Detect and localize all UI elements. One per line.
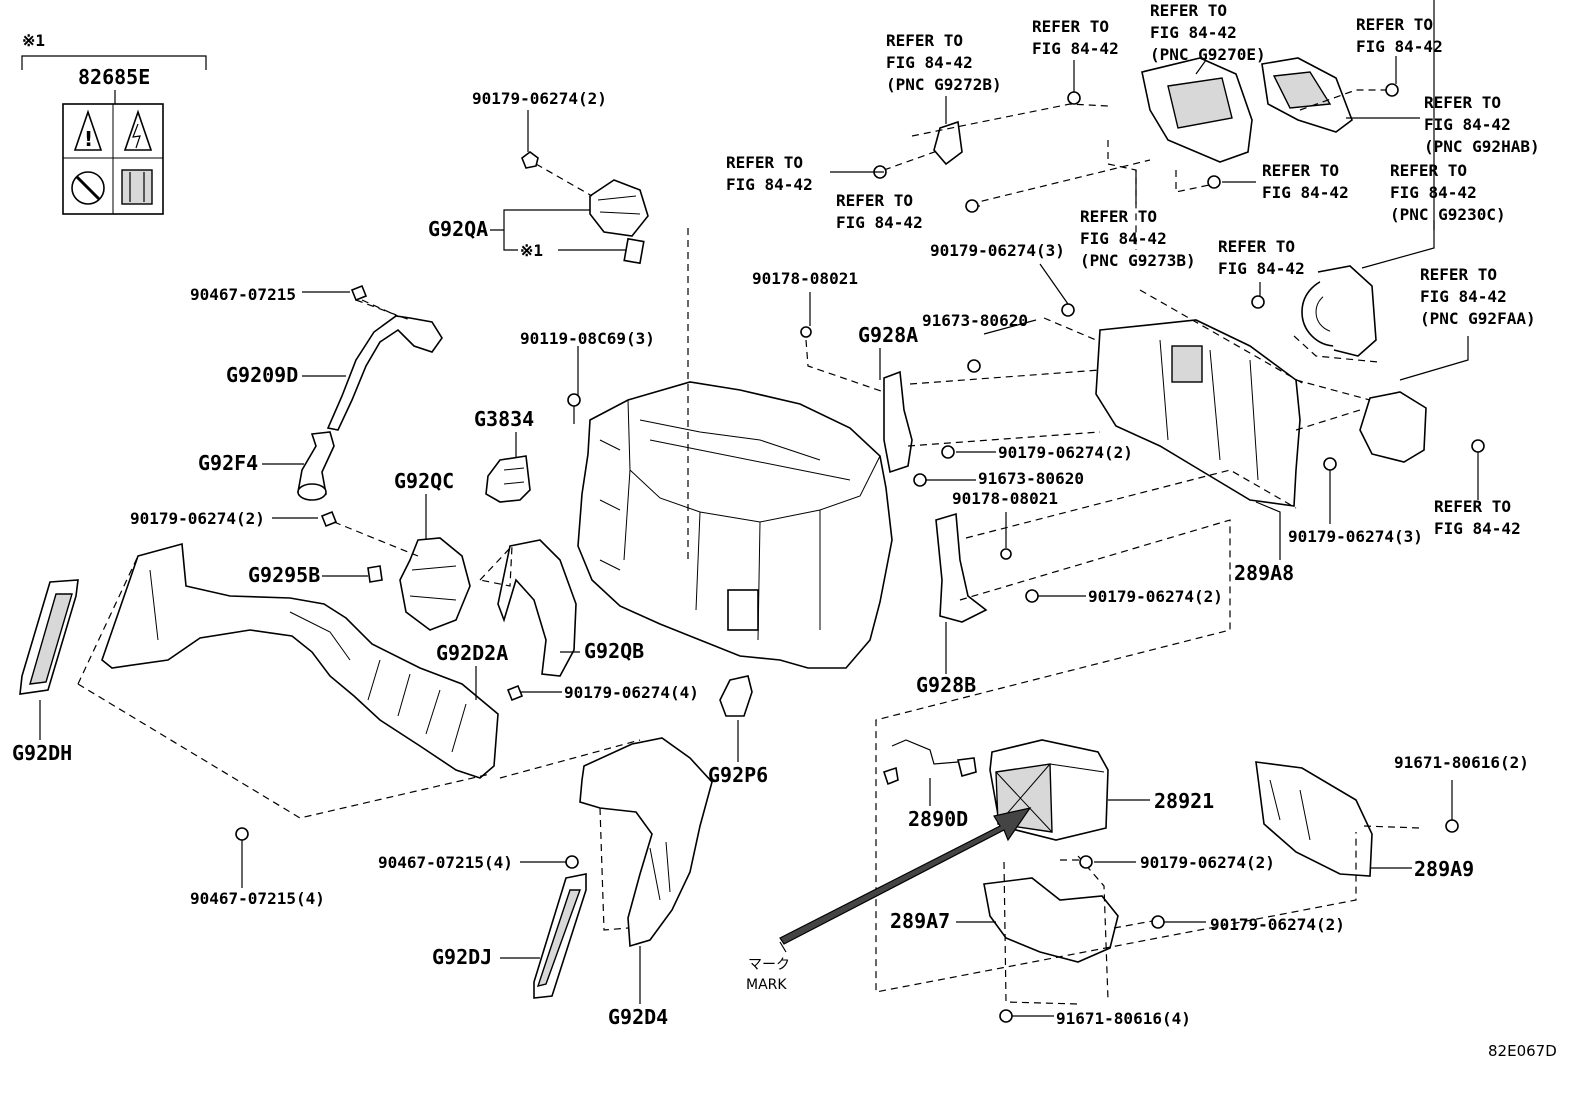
- label-G9295B: G9295B: [248, 563, 321, 587]
- label-G928B: G928B: [916, 673, 977, 697]
- note-ref-top: ※1: [22, 31, 46, 50]
- part-G92QB: [497, 539, 577, 702]
- refer-pnc-G9273B: REFER TO FIG 84-42 (PNC G9273B): [1080, 207, 1196, 270]
- warning-label-82685E: !: [21, 55, 207, 215]
- pn-90179-06274-4: 90179-06274(4): [564, 683, 699, 702]
- refer-fig-f: REFER TO FIG 84-42: [1218, 237, 1305, 278]
- mark-en: MARK: [746, 977, 787, 993]
- refer-fig-a: REFER TO FIG 84-42: [1032, 17, 1119, 58]
- refer-pnc-G92HAB: REFER TO FIG 84-42 (PNC G92HAB): [1424, 93, 1540, 156]
- refer-fig-d: REFER TO FIG 84-42: [836, 191, 923, 232]
- pn-90179-06274-3-b: 90179-06274(3): [1288, 527, 1423, 546]
- refer-fig-g: REFER TO FIG 84-42: [1434, 497, 1521, 538]
- label-G92P6: G92P6: [708, 763, 769, 787]
- refer-pnc-G92FAA: REFER TO FIG 84-42 (PNC G92FAA): [1420, 265, 1536, 328]
- part-G9295B: [367, 565, 383, 583]
- part-G92F4: [297, 431, 335, 501]
- part-G92QA: [521, 151, 649, 265]
- part-G9209D: [326, 284, 443, 431]
- part-G92DH: [19, 579, 79, 695]
- pn-90467-07215-4-a: 90467-07215(4): [378, 853, 513, 872]
- leader-lines: [39, 0, 1479, 1017]
- part-G92D2A: [101, 542, 499, 779]
- pn-91673-80620-a: 91673-80620: [922, 311, 1028, 330]
- part-G92D4: [579, 737, 713, 948]
- pn-91671-80616-2: 91671-80616(2): [1394, 753, 1529, 772]
- upper-right-assembly: [883, 57, 1427, 623]
- refer-pnc-G9270E: REFER TO FIG 84-42 (PNC G9270E): [1150, 1, 1266, 64]
- note-ref-G92QA: ※1: [520, 241, 544, 260]
- figure-code: 82E067D: [1488, 1042, 1557, 1060]
- pn-90178-08021-a: 90178-08021: [752, 269, 858, 288]
- label-28921: 28921: [1154, 789, 1215, 813]
- part-G92QC: [320, 510, 471, 631]
- mark-arrow: [779, 807, 1032, 953]
- pn-90179-06274-3-a: 90179-06274(3): [930, 241, 1065, 260]
- label-G9209D: G9209D: [226, 363, 299, 387]
- pn-90179-06274-2-low2: 90179-06274(2): [1210, 915, 1345, 934]
- refer-pnc-G9272B: REFER TO FIG 84-42 (PNC G9272B): [886, 31, 1002, 94]
- refer-pnc-G9230C: REFER TO FIG 84-42 (PNC G9230C): [1390, 161, 1506, 224]
- label-289A9: 289A9: [1414, 857, 1475, 881]
- label-G92DJ: G92DJ: [432, 945, 493, 969]
- refer-fig-b: REFER TO FIG 84-42: [1356, 15, 1443, 56]
- pn-90179-06274-2-low1: 90179-06274(2): [1140, 853, 1275, 872]
- mark-jp: マーク: [748, 957, 790, 973]
- refer-fig-c: REFER TO FIG 84-42: [726, 153, 813, 194]
- label-82685E: 82685E: [78, 65, 151, 89]
- fasteners-left: [235, 393, 581, 869]
- pn-90467-07215: 90467-07215: [190, 285, 296, 304]
- label-G92QB: G92QB: [584, 639, 645, 663]
- pn-90178-08021-b: 90178-08021: [952, 489, 1058, 508]
- label-289A8: 289A8: [1234, 561, 1295, 585]
- label-G92QA: G92QA: [428, 217, 489, 241]
- pn-90179-06274-2-mid2: 90179-06274(2): [1088, 587, 1223, 606]
- svg-text:!: !: [84, 127, 93, 151]
- battery-housing: [577, 381, 893, 669]
- label-G92QC: G92QC: [394, 469, 455, 493]
- label-G92DH: G92DH: [12, 741, 73, 765]
- pn-90467-07215-4-b: 90467-07215(4): [190, 889, 325, 908]
- label-G92F4: G92F4: [198, 451, 259, 475]
- pn-90179-06274-2-left: 90179-06274(2): [130, 509, 265, 528]
- label-G92D4: G92D4: [608, 1005, 669, 1029]
- pn-91671-80616-4: 91671-80616(4): [1056, 1009, 1191, 1028]
- pn-90179-06274-2-mid: 90179-06274(2): [998, 443, 1133, 462]
- label-289A7: 289A7: [890, 909, 951, 933]
- part-G92P6: [719, 675, 753, 717]
- refer-fig-e: REFER TO FIG 84-42: [1262, 161, 1349, 202]
- pn-90179-06274-2-top: 90179-06274(2): [472, 89, 607, 108]
- label-G928A: G928A: [858, 323, 919, 347]
- part-G92DJ: [533, 873, 587, 999]
- label-G92D2A: G92D2A: [436, 641, 509, 665]
- label-G3834: G3834: [474, 407, 535, 431]
- label-2890D: 2890D: [908, 807, 969, 831]
- pn-90119-08C69-3: 90119-08C69(3): [520, 329, 655, 348]
- pn-91673-80620-b: 91673-80620: [978, 469, 1084, 488]
- part-G3834: [485, 455, 531, 503]
